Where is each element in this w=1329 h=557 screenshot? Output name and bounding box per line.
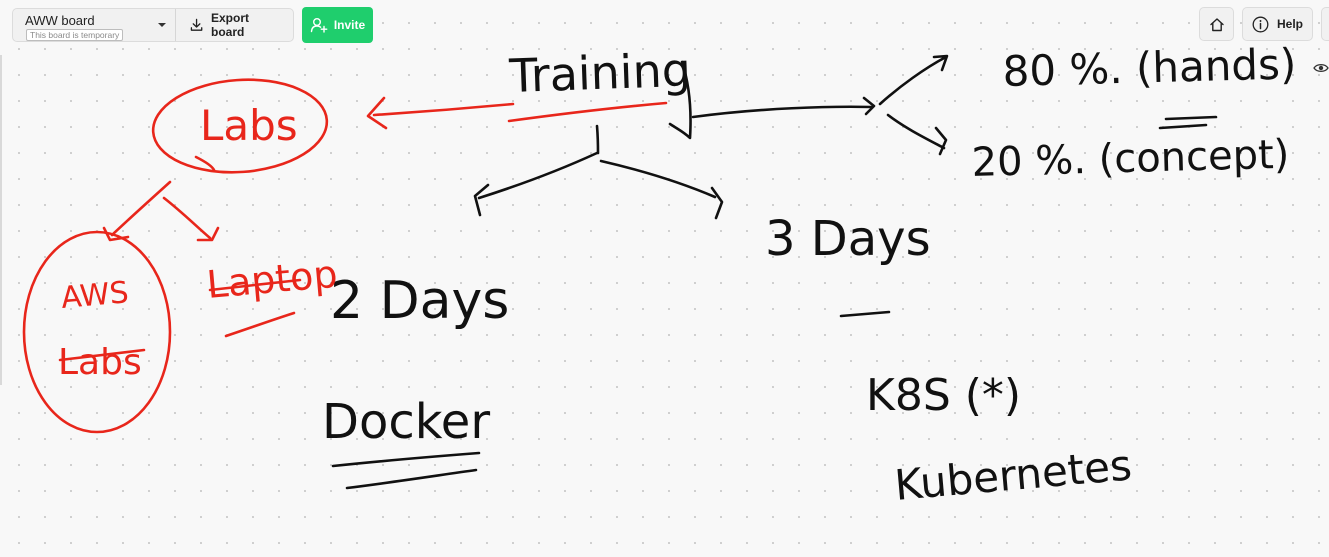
- temporary-board-badge: This board is temporary: [26, 29, 124, 41]
- home-icon: [1209, 17, 1224, 31]
- hands-underline-2: [1158, 123, 1208, 130]
- aws-labs-ellipse: [22, 230, 172, 434]
- training-hook: [668, 60, 692, 140]
- text-labs: Labs: [200, 101, 298, 150]
- info-icon: [1252, 16, 1269, 32]
- text-k8s: K8S (*): [866, 370, 1021, 421]
- labs-branch-right: [162, 196, 220, 242]
- text-20-concept: 20 %. (concept): [971, 132, 1290, 186]
- arrow-right-line: [691, 105, 874, 119]
- labs-branch-left: [102, 180, 172, 242]
- more-panel-toggle[interactable]: [1321, 7, 1329, 41]
- top-right-toolbar: Help: [1199, 7, 1329, 41]
- arrow-down-stem: [595, 124, 600, 155]
- text-kubernetes: Kubernetes: [893, 440, 1134, 510]
- add-user-icon: [310, 18, 328, 33]
- help-label: Help: [1276, 17, 1303, 31]
- left-panel-edge: [0, 55, 2, 385]
- arrow-lower-branch: [886, 113, 948, 156]
- labs-underline: [194, 155, 216, 172]
- export-board-button[interactable]: Export board: [176, 9, 293, 41]
- training-underline: [507, 101, 668, 123]
- 3days-underline: [839, 310, 891, 318]
- text-aws-labs: Labs: [58, 342, 142, 383]
- invite-label: Invite: [333, 18, 366, 32]
- labs-ellipse: [151, 78, 329, 174]
- export-board-label: Export board: [211, 11, 250, 39]
- arrow-to-labs: [366, 96, 515, 130]
- invite-button[interactable]: Invite: [302, 7, 373, 43]
- home-button[interactable]: [1199, 7, 1234, 41]
- laptop-strike: [208, 278, 302, 292]
- arrow-down-left: [473, 151, 599, 217]
- arrow-upper-branch: [878, 54, 949, 106]
- board-name: AWW board: [25, 13, 95, 28]
- board-controls: AWW board This board is temporary Export…: [12, 8, 294, 42]
- text-docker: Docker: [322, 394, 490, 450]
- arrow-down-right: [599, 159, 724, 220]
- board-selector[interactable]: AWW board This board is temporary: [13, 9, 176, 41]
- text-training: Training: [507, 43, 691, 103]
- help-button[interactable]: Help: [1242, 7, 1313, 41]
- text-laptop: Laptop: [205, 252, 339, 307]
- docker-underline-2: [345, 468, 478, 490]
- aws-labs-strike: [58, 348, 146, 362]
- arrow-right-head: [862, 96, 876, 116]
- laptop-underline: [224, 311, 296, 338]
- text-2-days: 2 Days: [330, 271, 509, 331]
- hands-underline-1: [1164, 115, 1218, 121]
- chevron-down-icon: [157, 23, 166, 27]
- eye-icon[interactable]: [1313, 58, 1329, 78]
- download-icon: [190, 18, 203, 31]
- top-left-toolbar: AWW board This board is temporary Export…: [12, 7, 373, 43]
- text-80-hands: 80 %. (hands): [1002, 39, 1297, 96]
- docker-underline-1: [331, 451, 481, 468]
- text-3-days: 3 Days: [765, 211, 931, 267]
- text-aws: AWS: [60, 275, 130, 316]
